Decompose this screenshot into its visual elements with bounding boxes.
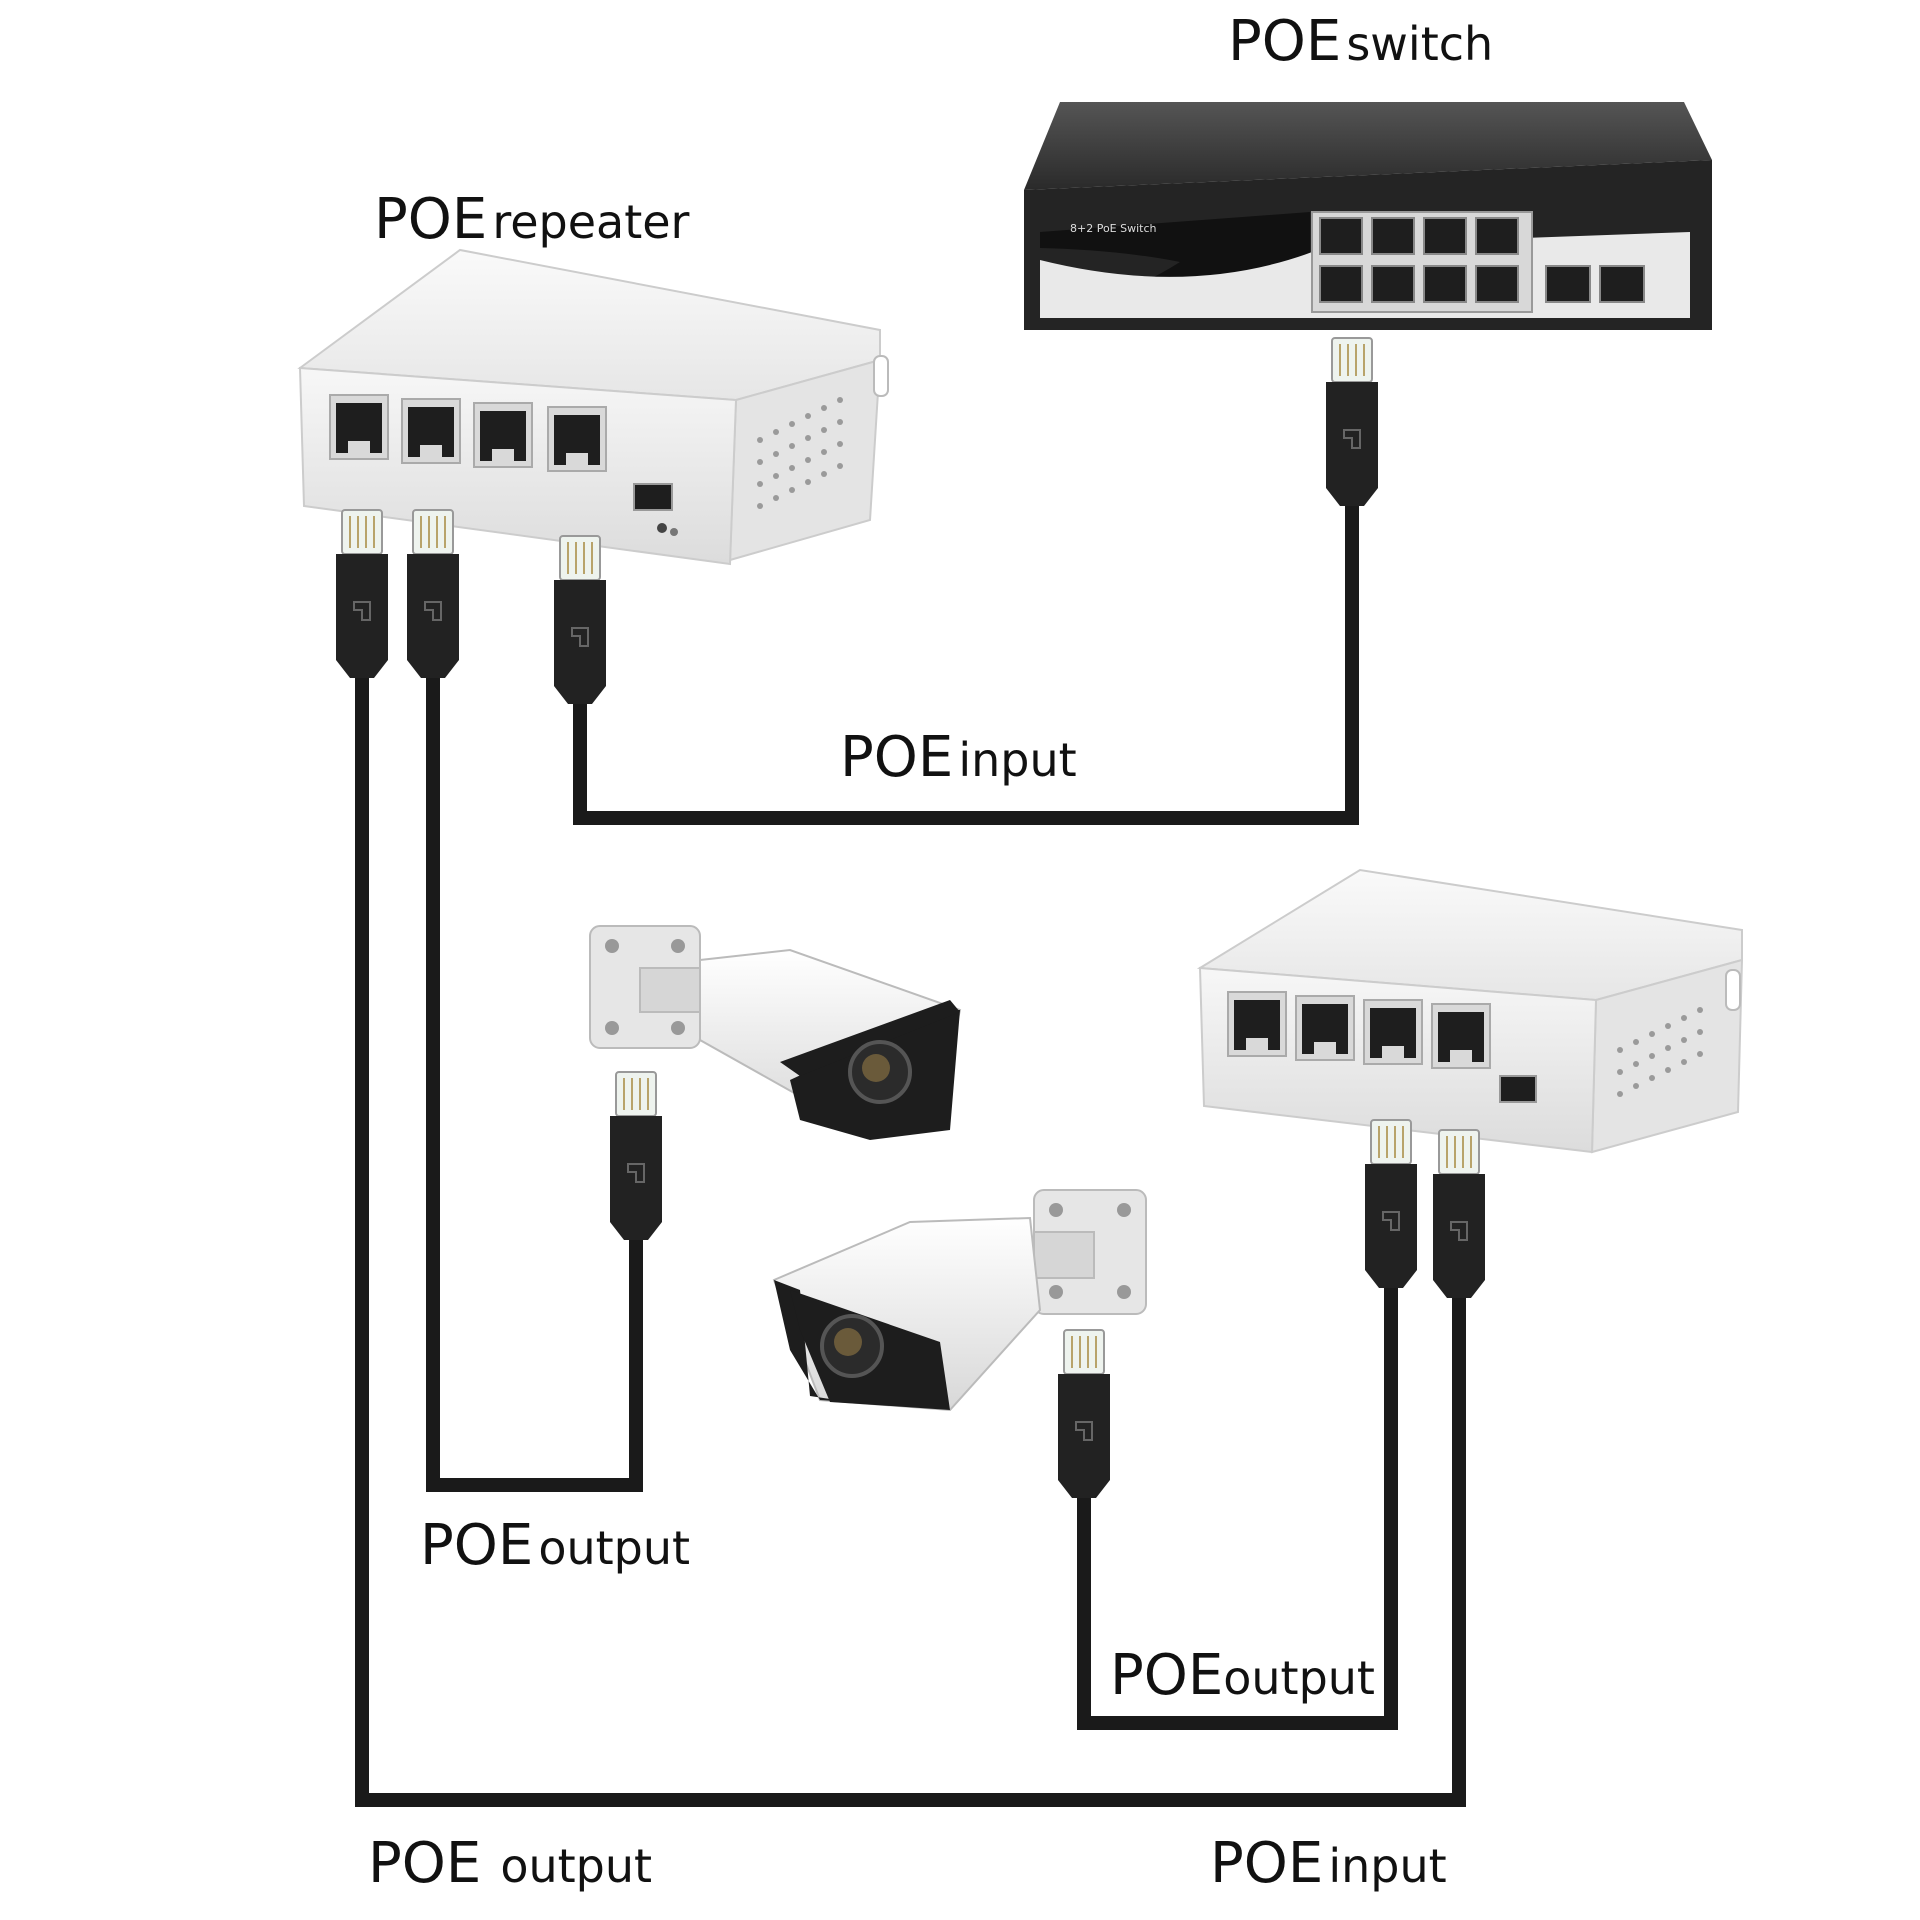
repeater-top-vents — [757, 397, 843, 509]
switch-port — [1475, 265, 1519, 303]
label-poe-repeater: POE repeater — [374, 192, 689, 248]
switch-port — [1475, 217, 1519, 255]
label-poe-output-left-prefix: POE — [420, 1513, 534, 1578]
label-poe-input-bottom: POE input — [1210, 1836, 1447, 1892]
label-poe-output-bottom-prefix: POE — [368, 1831, 482, 1896]
cable-repeater-to-repeater2 — [355, 660, 1466, 1807]
switch-uplink-port — [1599, 265, 1645, 303]
switch-port — [1319, 265, 1363, 303]
switch-panel-text: 8+2 PoE Switch — [1070, 222, 1157, 235]
plug-repeater2-1 — [1364, 1119, 1418, 1289]
switch-uplink-port — [1545, 265, 1591, 303]
switch-port — [1423, 265, 1467, 303]
label-poe-switch-prefix: POE — [1228, 9, 1342, 74]
poe-repeater-top — [297, 248, 889, 566]
label-poe-output-right: POEoutput — [1110, 1648, 1375, 1704]
cable-repeater2-to-camera-bottom — [1077, 1280, 1398, 1730]
label-poe-input-top-suffix: input — [958, 733, 1077, 787]
camera-bottom — [772, 1189, 1147, 1412]
label-poe-switch-suffix: switch — [1346, 17, 1494, 71]
repeater-bottom-ports — [1227, 991, 1537, 1103]
label-poe-input-top-prefix: POE — [840, 725, 954, 790]
switch-ports — [1319, 217, 1645, 303]
label-poe-input-bottom-prefix: POE — [1210, 1831, 1324, 1896]
plug-repeater-1 — [335, 509, 389, 679]
switch-port — [1371, 217, 1415, 255]
switch-port — [1371, 265, 1415, 303]
switch-port — [1319, 217, 1363, 255]
label-poe-repeater-suffix: repeater — [492, 195, 690, 249]
label-poe-repeater-prefix: POE — [374, 187, 488, 252]
label-poe-output-right-prefix: POE — [1110, 1643, 1224, 1708]
label-poe-output-left: POE output — [420, 1518, 690, 1574]
label-poe-switch: POE switch — [1228, 14, 1493, 70]
repeater-bottom-vents — [1617, 1007, 1703, 1097]
plug-repeater-input — [553, 535, 607, 705]
switch-port — [1423, 217, 1467, 255]
label-poe-output-right-suffix: output — [1223, 1651, 1375, 1705]
label-poe-input-top: POE input — [840, 730, 1077, 786]
label-poe-output-bottom-suffix: output — [500, 1839, 653, 1893]
repeater-top-ports — [329, 394, 678, 536]
cables — [355, 490, 1466, 1807]
cable-repeater-to-camera-top — [426, 660, 643, 1492]
plug-repeater-2 — [406, 509, 460, 679]
plug-camera-bottom — [1057, 1329, 1111, 1499]
poe-repeater-bottom — [1196, 868, 1744, 1154]
label-poe-input-bottom-suffix: input — [1328, 1839, 1447, 1893]
label-poe-output-bottom: POE output — [368, 1836, 652, 1892]
plug-switch — [1325, 337, 1379, 507]
plug-camera-top — [609, 1071, 663, 1241]
label-poe-output-left-suffix: output — [538, 1521, 691, 1575]
poe-switch-device: 8+2 PoE Switch — [1024, 102, 1712, 330]
cable-switch-to-repeater-input — [573, 490, 1359, 825]
camera-top — [589, 925, 962, 1140]
plug-repeater2-2 — [1432, 1129, 1486, 1299]
